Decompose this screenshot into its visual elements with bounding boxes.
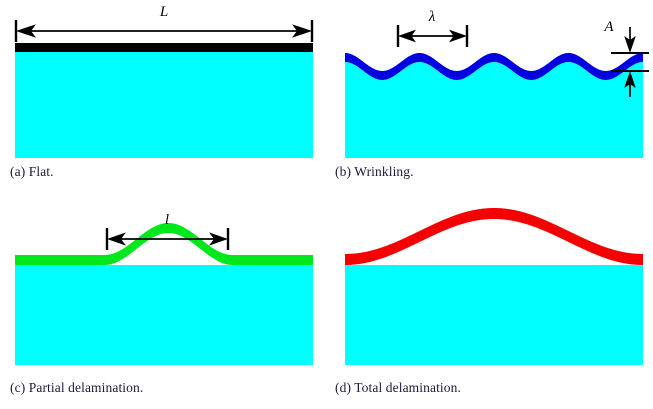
- arrowhead-down-A: [624, 36, 636, 53]
- panel-d-svg: [345, 208, 643, 365]
- panel-a-flat: L (a) Flat.: [0, 0, 330, 179]
- arrowhead-right-L: [292, 24, 312, 38]
- label-A: A: [603, 19, 614, 35]
- totally-delaminated-red-film: [345, 208, 643, 265]
- dimension-lambda: λ: [396, 9, 469, 47]
- arrowhead-left-L: [16, 24, 36, 38]
- substrate-block-d: [345, 265, 643, 365]
- panel-c-svg: l: [15, 212, 313, 365]
- panel-b-wrinkling: λ A (b) Wrinkling.: [330, 0, 653, 179]
- label-l: l: [165, 212, 169, 228]
- arrowhead-right-l: [209, 232, 228, 246]
- partially-delaminated-green-film: [15, 223, 313, 265]
- dimension-l: l: [105, 212, 230, 250]
- substrate-block-b: [345, 62, 643, 158]
- flat-black-film: [15, 43, 313, 52]
- substrate-block-a: [15, 52, 313, 158]
- arrowhead-right-lambda: [449, 29, 467, 43]
- caption-panel-c: (c) Partial delamination.: [10, 380, 144, 395]
- arrowhead-up-A: [624, 71, 636, 88]
- dimension-L: L: [14, 4, 314, 42]
- substrate-block-c: [15, 265, 313, 365]
- wrinkled-blue-film: [345, 53, 643, 80]
- arrowhead-left-l: [107, 232, 126, 246]
- label-L: L: [159, 4, 168, 20]
- panel-a-svg: L: [14, 4, 314, 158]
- panel-d-total-delamination: (d) Total delamination.: [330, 200, 653, 395]
- label-lambda: λ: [428, 9, 436, 25]
- dimension-A: A: [603, 19, 649, 97]
- panel-c-partial-delamination: l (c) Partial delamination.: [0, 200, 330, 395]
- caption-panel-a: (a) Flat.: [10, 164, 54, 179]
- caption-panel-d: (d) Total delamination.: [335, 380, 461, 395]
- caption-panel-b: (b) Wrinkling.: [335, 164, 414, 179]
- arrowhead-left-lambda: [398, 29, 416, 43]
- panel-b-svg: λ A: [345, 9, 649, 158]
